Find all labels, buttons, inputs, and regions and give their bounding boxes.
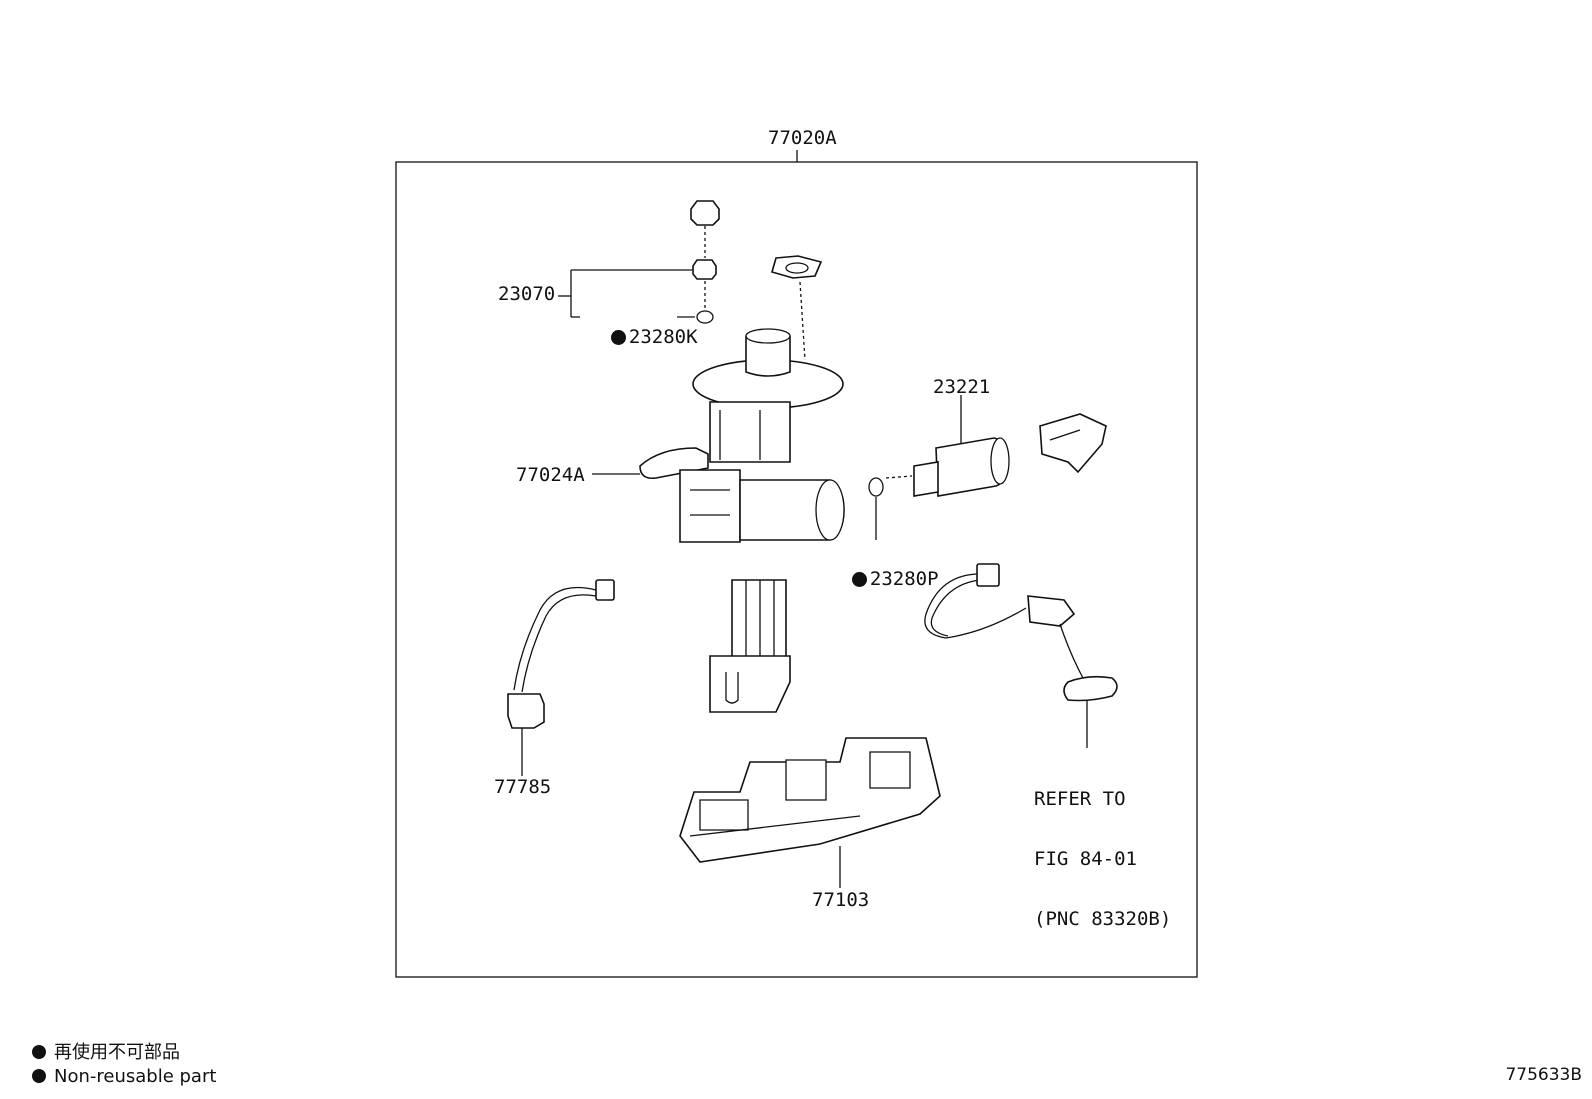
assembly-number: 77020A — [768, 127, 837, 149]
reference-line-1: REFER TO — [1034, 788, 1126, 810]
leader-23070 — [558, 269, 696, 318]
clip-part — [1039, 413, 1107, 474]
non-reusable-dot-icon — [851, 572, 867, 587]
non-reusable-dot-icon — [610, 330, 626, 345]
part-label-23280P: 23280P — [829, 549, 939, 589]
legend-japanese: 再使用不可部品 — [32, 1042, 180, 1064]
pump-module-part — [639, 328, 845, 543]
gasket-part — [771, 255, 823, 361]
part-label-23221: 23221 — [933, 376, 991, 398]
part-label-23070: 23070 — [498, 283, 556, 305]
part-label-77103: 77103 — [812, 889, 870, 911]
reference-note: REFER TO FIG 84-01 (PNC 83320B) — [1034, 749, 1171, 949]
reference-line-3: (PNC 83320B) — [1034, 908, 1172, 930]
part-number: 23280P — [869, 568, 939, 590]
filter-part — [709, 579, 791, 713]
fitting-cap-part — [690, 200, 720, 324]
non-reusable-dot-icon — [32, 1045, 46, 1059]
non-reusable-dot-icon — [32, 1069, 46, 1083]
bracket-part — [679, 737, 941, 863]
fuel-pump-part — [868, 395, 1010, 497]
part-label-23280K: 23280K — [588, 307, 698, 347]
wire-harness-part — [507, 579, 615, 729]
legend-text-jp: 再使用不可部品 — [54, 1042, 180, 1063]
figure-number: 775633B — [1505, 1065, 1582, 1085]
part-label-77024A: 77024A — [516, 464, 585, 486]
reference-line-2: FIG 84-01 — [1034, 848, 1137, 870]
sender-gauge-part — [924, 563, 1118, 702]
part-number: 23280K — [628, 326, 698, 348]
legend-english: Non-reusable part — [32, 1066, 216, 1088]
legend-text-en: Non-reusable part — [54, 1066, 217, 1087]
part-label-77785: 77785 — [494, 776, 552, 798]
